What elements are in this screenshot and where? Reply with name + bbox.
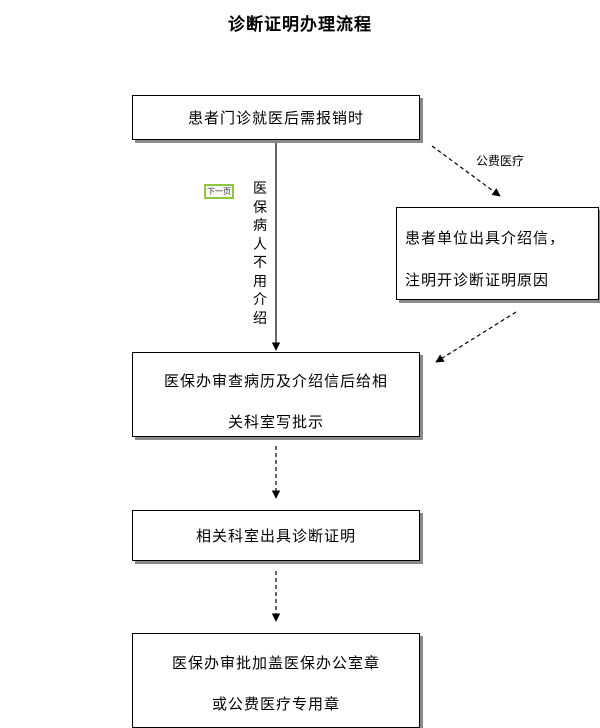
node-unit-letter-line1: 患者单位出具介绍信， xyxy=(405,229,566,247)
node-unit-letter-line2: 注明开诊断证明原因 xyxy=(405,271,550,289)
node-approve-line1: 医保办审批加盖医保办公室章 xyxy=(171,654,380,672)
node-approve-line2: 或公费医疗专用章 xyxy=(211,695,340,713)
node-review-line2: 关科室写批示 xyxy=(227,413,324,431)
edge-label-public-expense: 公费医疗 xyxy=(476,154,525,168)
edge-label-medical-insurance: 医保病人不用介绍 xyxy=(253,181,267,327)
node-issue: 相关科室出具诊断证明 xyxy=(132,510,420,561)
node-review-line1: 医保办审查病历及介绍信后给相 xyxy=(163,372,388,390)
node-review: 医保办审查病历及介绍信后给相 关科室写批示 xyxy=(132,352,420,437)
arrow-unit-letter-to-review xyxy=(435,311,517,363)
page-title: 诊断证明办理流程 xyxy=(228,15,372,35)
node-start: 患者门诊就医后需报销时 xyxy=(132,95,420,140)
node-unit-letter: 患者单位出具介绍信， 注明开诊断证明原因 xyxy=(396,207,599,300)
next-page-button[interactable]: 下一页 xyxy=(204,184,234,199)
node-start-label: 患者门诊就医后需报销时 xyxy=(187,109,364,127)
node-issue-label: 相关科室出具诊断证明 xyxy=(195,527,356,545)
arrow-start-to-unit-letter xyxy=(431,145,501,197)
node-approve: 医保办审批加盖医保办公室章 或公费医疗专用章 xyxy=(132,633,420,728)
